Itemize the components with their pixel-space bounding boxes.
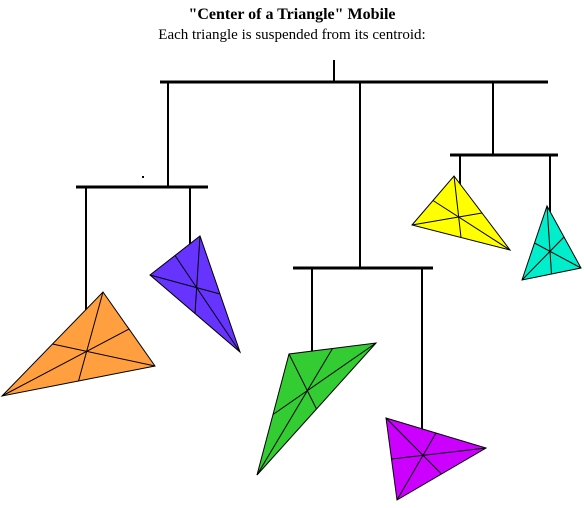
- magenta-triangle: [385, 417, 488, 501]
- green-triangle: [256, 342, 378, 476]
- stray-dot: [142, 176, 144, 178]
- cyan-triangle: [521, 204, 582, 281]
- page-subtitle: Each triangle is suspended from its cent…: [158, 27, 426, 43]
- yellow-triangle: [411, 175, 512, 251]
- page-title: "Center of a Triangle" Mobile: [188, 6, 396, 23]
- orange-triangle: [0, 291, 156, 397]
- purple-triangle: [149, 235, 242, 354]
